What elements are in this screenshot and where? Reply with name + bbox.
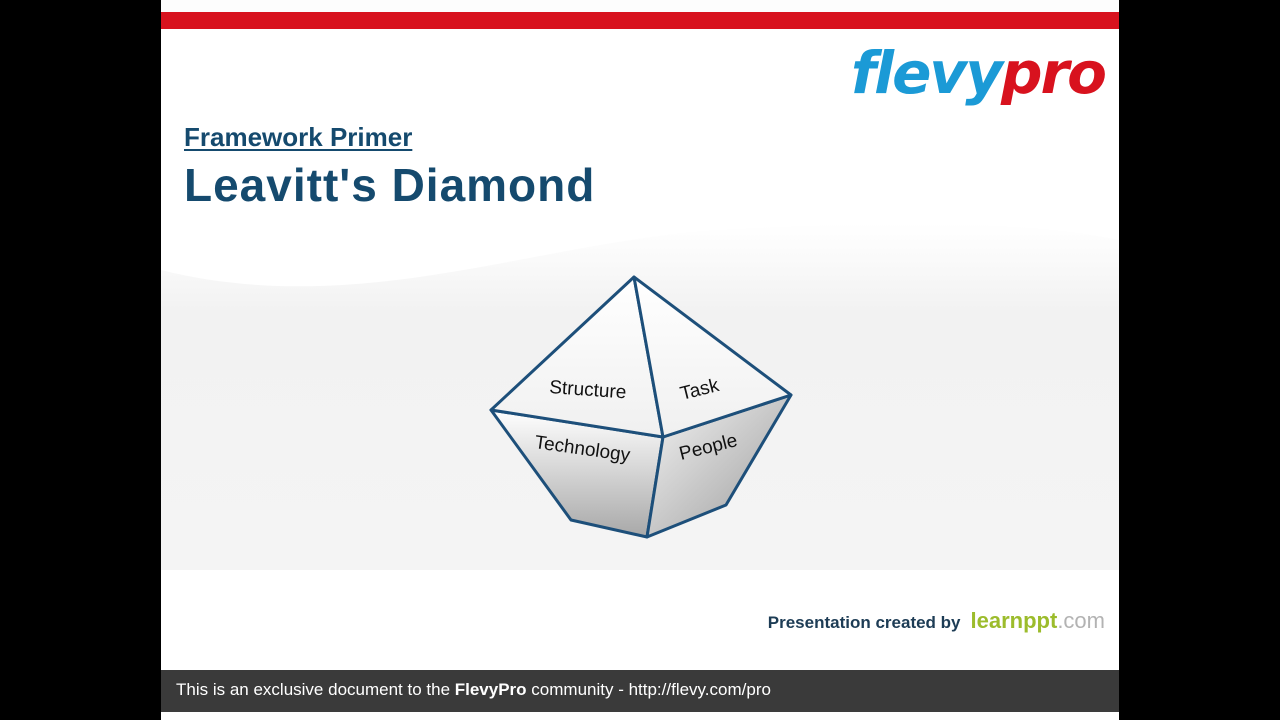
learnppt-suffix: .com — [1057, 608, 1105, 633]
footer-suffix: community - http://flevy.com/pro — [526, 680, 771, 699]
top-strip — [161, 0, 1119, 12]
presentation-credit: Presentation created by learnppt.com — [768, 608, 1105, 634]
flevypro-logo: flevypro — [851, 44, 1107, 102]
footer-bar: This is an exclusive document to the Fle… — [161, 670, 1119, 712]
footer-prefix: This is an exclusive document to the — [176, 680, 455, 699]
face-task — [632, 275, 793, 439]
learnppt-logo: learnppt.com — [971, 608, 1105, 634]
footer-brand: FlevyPro — [454, 680, 527, 699]
logo-pro-text: pro — [1001, 39, 1107, 107]
logo-flevy-text: flevy — [850, 39, 1003, 107]
bottom-strip — [161, 712, 1119, 720]
slide: flevypro Framework Primer Leavitt's Diam… — [161, 0, 1119, 720]
leavitts-diamond-diagram: Structure Task Technology People — [481, 265, 801, 555]
slide-subtitle: Framework Primer — [184, 122, 413, 152]
credit-text: Presentation created by — [767, 613, 961, 632]
slide-title: Leavitt's Diamond — [184, 159, 596, 211]
header-red-bar — [161, 12, 1119, 29]
learnppt-main: learnppt — [970, 608, 1058, 633]
